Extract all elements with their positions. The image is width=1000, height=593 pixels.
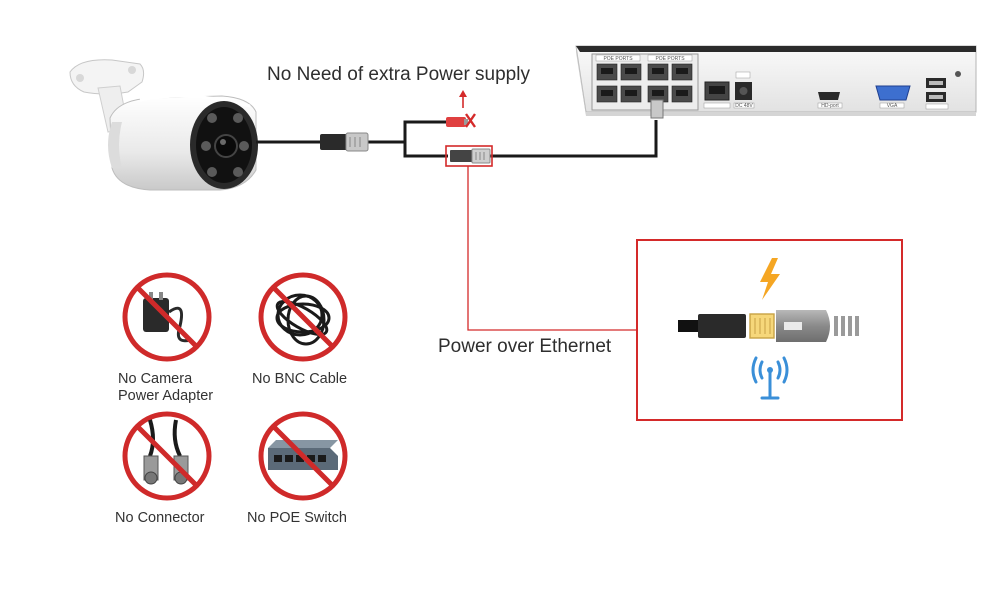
- no-power-cross-icon: [465, 113, 476, 128]
- no-extra-power-label: No Need of extra Power supply: [267, 64, 530, 85]
- poe-nvr: POE PORTS POE PORTS DC 48V: [575, 45, 977, 119]
- power-branch-cable: [403, 120, 454, 142]
- callout-line: [467, 166, 637, 331]
- dc-power-plug: [446, 117, 468, 127]
- dc-label: DC 48V: [735, 103, 753, 109]
- hdmi-label: HD-port: [821, 103, 839, 109]
- rj45-highlight-box: [445, 145, 493, 167]
- cabling: [256, 120, 658, 158]
- no-bnc-connector-icon: [122, 411, 212, 501]
- vga-label: VGA: [887, 103, 898, 109]
- no-item-label: No POE Switch: [247, 510, 347, 527]
- no-item-line1: No Connector: [115, 510, 205, 526]
- camera-connector: [320, 132, 369, 152]
- no-power-adapter-icon: [122, 272, 212, 362]
- ethernet-cable: [490, 120, 658, 158]
- poe-plug-illustration: [678, 310, 859, 342]
- poe-ports-label-1: POE PORTS: [603, 56, 633, 62]
- no-poe-switch-icon: [258, 411, 348, 501]
- plugged-rj45: [650, 99, 664, 119]
- no-item-label: No BNC Cable: [252, 371, 347, 388]
- no-item-label: No Camera Power Adapter: [118, 371, 213, 405]
- no-item-label: No Connector: [115, 510, 204, 527]
- no-item-line2: Power Adapter: [118, 388, 214, 404]
- arrow-up-icon: [459, 90, 467, 108]
- rj45-plug: [450, 148, 491, 164]
- power-over-ethernet-label: Power over Ethernet: [438, 336, 612, 357]
- no-item-line1: No BNC Cable: [252, 371, 348, 387]
- data-branch-cable: [403, 142, 448, 158]
- no-item-line1: No Camera: [118, 371, 193, 387]
- antenna-signal-icon: [751, 356, 789, 400]
- no-bnc-cable-icon: [258, 272, 348, 362]
- bullet-camera: [69, 59, 258, 191]
- poe-ports-label-2: POE PORTS: [655, 56, 685, 62]
- no-item-line1: No POE Switch: [247, 510, 347, 526]
- lightning-icon: [760, 258, 780, 300]
